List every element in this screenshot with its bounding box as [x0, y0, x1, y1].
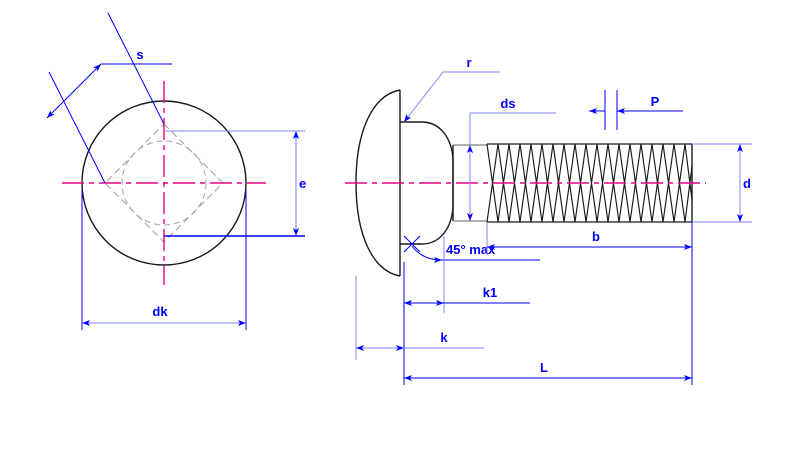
dimension-e: e — [164, 130, 306, 237]
dimension-b-label: b — [592, 229, 600, 244]
right-view: r ds P d 45° m — [345, 55, 752, 385]
dimension-ds-label: ds — [500, 96, 515, 111]
thread-zigzag-lines — [486, 143, 693, 223]
left-view: s e dk — [46, 12, 306, 330]
dimension-s-extension-upper — [107, 12, 165, 125]
dimension-k1-label: k1 — [483, 285, 497, 300]
dimension-k1: k1 — [403, 236, 530, 385]
dimension-s: s — [46, 12, 172, 184]
thread-section — [486, 143, 693, 223]
dimension-angle-note: 45° max — [403, 235, 540, 263]
dimension-e-label: e — [299, 176, 306, 191]
dimension-dk: dk — [81, 190, 247, 330]
dimension-angle-label: 45° max — [446, 242, 496, 257]
dimension-r-leader-line — [403, 71, 444, 123]
dimension-b: b — [486, 222, 693, 385]
dimension-L: L — [404, 360, 692, 381]
dimension-r-label: r — [466, 55, 471, 70]
dimension-s-label: s — [136, 47, 143, 62]
dimension-k: k — [355, 276, 484, 360]
dimension-s-line — [46, 63, 102, 119]
dimension-d: d — [692, 143, 752, 223]
dimension-k-label: k — [440, 330, 448, 345]
angle-note-leader-arc — [411, 245, 443, 263]
dimension-dk-label: dk — [152, 304, 168, 319]
dimension-P: P — [589, 90, 683, 130]
dimension-r: r — [403, 55, 500, 123]
dimension-ds: ds — [467, 96, 556, 221]
dimension-L-label: L — [540, 360, 548, 375]
square-neck-inscribed-circle-hidden — [121, 140, 207, 226]
dimension-d-label: d — [743, 176, 751, 191]
dimension-P-label: P — [651, 94, 660, 109]
angle-note-cross-b — [403, 235, 421, 253]
